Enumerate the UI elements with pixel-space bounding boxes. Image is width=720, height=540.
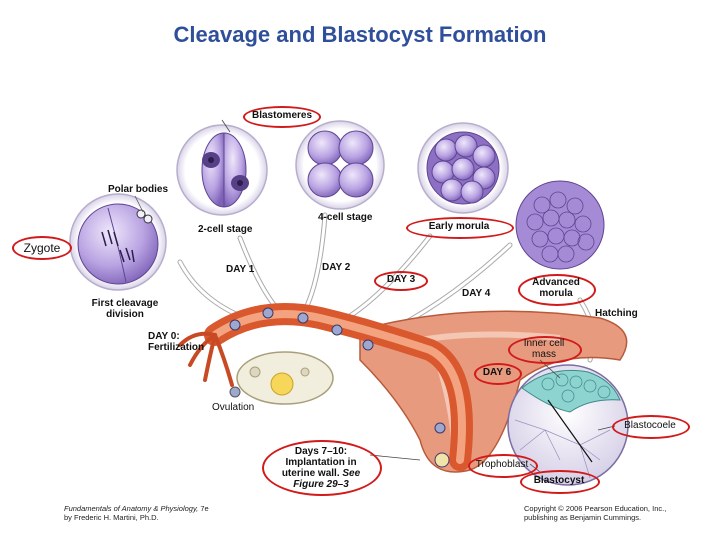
days7-line4: Figure 29–3 bbox=[293, 479, 349, 490]
days7-label: Days 7–10: Implantation in uterine wall.… bbox=[266, 446, 376, 490]
advanced-morula-line2: morula bbox=[539, 288, 573, 299]
days7-line1: Days 7–10: bbox=[294, 446, 348, 457]
zygote-label: Zygote bbox=[12, 236, 72, 260]
first-cleavage-label: First cleavage division bbox=[80, 298, 170, 320]
day0-label: DAY 0: Fertilization bbox=[148, 331, 204, 353]
trophoblast-label: Trophoblast bbox=[475, 459, 529, 470]
blastocyst-label: Blastocyst bbox=[533, 475, 585, 486]
day4-label: DAY 4 bbox=[462, 288, 491, 299]
inner-cell-highlight bbox=[508, 336, 582, 364]
advanced-morula-line1: Advanced bbox=[532, 277, 580, 288]
day3-label: DAY 3 bbox=[386, 274, 416, 285]
page-title: Cleavage and Blastocyst Formation bbox=[173, 22, 547, 47]
four-cell-stage bbox=[295, 120, 385, 210]
footer-copyright: Copyright © 2006 Pearson Education, Inc.… bbox=[524, 504, 667, 513]
fimbriae bbox=[178, 331, 234, 387]
tube-embryos bbox=[229, 307, 450, 468]
two-cell-stage bbox=[176, 124, 268, 216]
first-cleavage-line1: First cleavage bbox=[91, 298, 159, 309]
blastomeres-highlight bbox=[243, 106, 321, 128]
blastocoele-label: Blastocoele bbox=[624, 420, 676, 431]
advanced-morula-label: Advanced morula bbox=[518, 277, 594, 299]
footer-publisher: publishing as Benjamin Cummings. bbox=[524, 513, 642, 522]
day2-label: DAY 2 bbox=[322, 262, 351, 273]
first-cleavage-cell bbox=[69, 193, 167, 291]
blastocoele-highlight bbox=[612, 415, 690, 439]
early-morula-label: Early morula bbox=[428, 221, 490, 232]
advanced-morula bbox=[515, 180, 605, 270]
four-cell-label: 4-cell stage bbox=[318, 212, 373, 223]
day0-line2: Fertilization bbox=[148, 342, 205, 353]
day6-highlight bbox=[474, 363, 522, 385]
blastocyst-highlight bbox=[520, 470, 600, 494]
blastocyst-diagram bbox=[507, 364, 629, 486]
blastomeres-label: Blastomeres bbox=[251, 110, 313, 121]
ovulation-label: Ovulation bbox=[212, 402, 255, 413]
footer-author: by Frederic H. Martini, Ph.D. bbox=[64, 513, 159, 522]
first-cleavage-line2: division bbox=[106, 309, 144, 320]
footer-edition: 7e bbox=[200, 504, 209, 513]
footer-left: Fundamentals of Anatomy & Physiology, 7e… bbox=[64, 504, 209, 522]
days7-line3a: uterine wall. bbox=[281, 468, 340, 479]
day1-label: DAY 1 bbox=[226, 264, 255, 275]
hatching-label: Hatching bbox=[595, 308, 638, 319]
early-morula-highlight bbox=[406, 217, 514, 239]
ovulated-oocyte bbox=[229, 386, 241, 398]
footer-left-line1: Fundamentals of Anatomy & Physiology, 7e bbox=[64, 504, 209, 513]
inner-cell-line2: mass bbox=[532, 349, 556, 360]
day6-label: DAY 6 bbox=[482, 367, 512, 378]
inner-cell-label: Inner cell mass bbox=[508, 338, 580, 360]
footer-right: Copyright © 2006 Pearson Education, Inc.… bbox=[524, 504, 666, 522]
days7-highlight bbox=[262, 440, 382, 496]
advanced-morula-highlight bbox=[518, 274, 596, 306]
days7-line3b: See bbox=[342, 468, 361, 479]
footer-book-title: Fundamentals of Anatomy & Physiology, bbox=[64, 504, 199, 513]
trophoblast-highlight bbox=[468, 454, 538, 478]
day0-line1: DAY 0: bbox=[148, 331, 180, 342]
early-morula bbox=[417, 122, 509, 214]
two-cell-label: 2-cell stage bbox=[198, 224, 253, 235]
polar-bodies-label: Polar bodies bbox=[108, 184, 169, 195]
days7-line3: uterine wall. See bbox=[266, 468, 376, 479]
inner-cell-line1: Inner cell bbox=[523, 338, 565, 349]
days7-line2: Implantation in bbox=[285, 457, 357, 468]
day3-highlight bbox=[374, 271, 428, 291]
